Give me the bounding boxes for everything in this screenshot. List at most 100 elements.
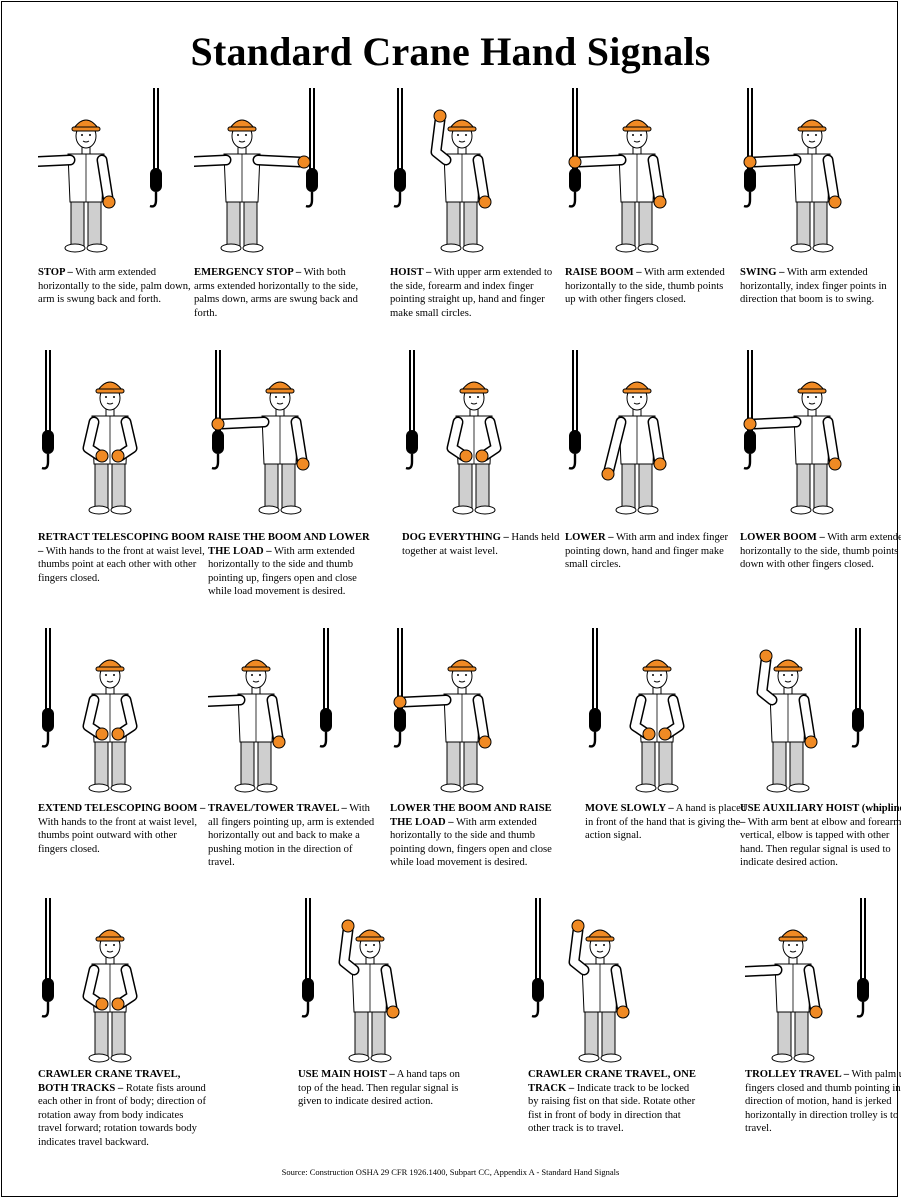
signal-name: DOG EVERYTHING –	[402, 532, 509, 543]
signal-illustration	[194, 88, 318, 253]
signal-description: With hands to the front at waist level, …	[38, 816, 198, 855]
signal-illustration	[405, 350, 502, 515]
signal-name: LOWER THE BOOM AND RAISE THE LOAD –	[390, 803, 552, 828]
signal-illustration	[568, 350, 667, 515]
signal-caption: CRAWLER CRANE TRAVEL, ONE TRACK – Indica…	[528, 1068, 698, 1136]
worker-figure	[38, 119, 116, 253]
signal-illustration	[745, 898, 869, 1063]
signal-name: STOP –	[38, 267, 73, 278]
signal-caption: SWING – With arm extended horizontally, …	[740, 266, 901, 307]
signal-illustration	[531, 898, 630, 1063]
signal-illustration	[41, 898, 138, 1063]
signal-caption: HOIST – With upper arm extended to the s…	[390, 266, 560, 320]
hook-icon	[41, 898, 54, 1018]
signal-description: With arm extended horizontally to the si…	[565, 267, 725, 305]
worker-figure	[82, 659, 138, 793]
signal-caption: LOWER BOOM – With arm extended horizonta…	[740, 531, 901, 572]
signal-illustration	[41, 628, 138, 793]
signal-illustration	[393, 628, 492, 793]
worker-figure	[82, 929, 138, 1063]
signal-illustration	[38, 88, 162, 253]
signal-name: MOVE SLOWLY –	[585, 803, 674, 814]
signal-caption: RAISE THE BOOM AND LOWER THE LOAD – With…	[208, 531, 378, 599]
signal-description: Indicate track to be locked by raising f…	[528, 1082, 696, 1135]
signal-caption: USE MAIN HOIST – A hand taps on top of t…	[298, 1068, 468, 1109]
signal-name: TRAVEL/TOWER TRAVEL –	[208, 803, 347, 814]
hook-icon	[393, 88, 406, 208]
hook-icon	[41, 628, 54, 748]
signal-name: RETRACT TELESCOPING BOOM –	[38, 532, 205, 557]
signal-description: With arm extended horizontally, index fi…	[740, 267, 887, 305]
signal-name: HOIST –	[390, 267, 432, 278]
signal-description: A hand is placed in front of the hand th…	[585, 803, 747, 841]
signal-caption: RETRACT TELESCOPING BOOM – With hands to…	[38, 531, 208, 585]
signal-illustration	[393, 88, 492, 253]
hook-icon	[743, 88, 756, 208]
signal-illustration	[41, 350, 138, 515]
signal-caption: LOWER – With arm and index finger pointi…	[565, 531, 735, 572]
signal-caption: LOWER THE BOOM AND RAISE THE LOAD – With…	[390, 802, 560, 870]
hook-icon	[305, 88, 318, 208]
worker-figure	[194, 119, 311, 253]
worker-figure	[743, 119, 842, 253]
signal-illustration	[301, 898, 400, 1063]
signal-caption: TROLLEY TRAVEL – With palm up, fingers c…	[745, 1068, 901, 1136]
hook-icon	[211, 350, 224, 470]
signal-illustration	[588, 628, 685, 793]
signal-name: CRAWLER CRANE TRAVEL, ONE TRACK –	[528, 1069, 696, 1094]
hook-icon	[568, 350, 581, 470]
signal-caption: EMERGENCY STOP – With both arms extended…	[194, 266, 364, 320]
hook-icon	[743, 350, 756, 470]
signal-description: Hands held together at waist level.	[402, 532, 560, 557]
page-title: Standard Crane Hand Signals	[190, 29, 711, 74]
signal-caption: DOG EVERYTHING – Hands held together at …	[402, 531, 572, 558]
signal-illustration	[743, 350, 842, 515]
signal-description: With arm bent at elbow and forearm verti…	[740, 816, 901, 869]
signal-name: EMERGENCY STOP –	[194, 267, 302, 278]
worker-figure	[211, 381, 310, 515]
signal-caption: MOVE SLOWLY – A hand is placed in front …	[585, 802, 755, 843]
worker-figure	[208, 659, 286, 793]
signal-caption: STOP – With arm extended horizontally to…	[38, 266, 208, 307]
signal-name: RAISE THE BOOM AND LOWER THE LOAD –	[208, 532, 370, 557]
signal-description: With arm extended horizontally to the si…	[390, 816, 552, 869]
signal-caption: EXTEND TELESCOPING BOOM – With hands to …	[38, 802, 208, 856]
hook-icon	[319, 628, 332, 748]
hook-icon	[301, 898, 314, 1018]
signal-name: USE MAIN HOIST –	[298, 1069, 395, 1080]
hook-icon	[405, 350, 418, 470]
signal-description: With both arms extended horizontally to …	[194, 267, 359, 319]
signal-name: LOWER BOOM –	[740, 532, 825, 543]
worker-figure	[568, 119, 667, 253]
hook-icon	[568, 88, 581, 208]
signal-illustration	[756, 628, 864, 793]
signal-name: SWING –	[740, 267, 785, 278]
hook-icon	[531, 898, 544, 1018]
worker-figure	[82, 381, 138, 515]
signal-name: TROLLEY TRAVEL –	[745, 1069, 850, 1080]
signal-name: EXTEND TELESCOPING BOOM –	[38, 803, 206, 814]
worker-figure	[629, 659, 685, 793]
worker-figure	[601, 381, 667, 515]
signal-description: With all fingers pointing up, arm is ext…	[208, 803, 375, 868]
worker-figure	[568, 919, 630, 1063]
signal-illustration	[743, 88, 842, 253]
signal-illustration	[568, 88, 667, 253]
signal-caption: TRAVEL/TOWER TRAVEL – With all fingers p…	[208, 802, 378, 870]
signal-illustration	[208, 628, 332, 793]
worker-figure	[338, 919, 400, 1063]
signal-description: With arm extended horizontally to the si…	[740, 532, 901, 570]
hook-icon	[393, 628, 406, 748]
source-citation: Source: Construction OSHA 29 CFR 1926.14…	[281, 1167, 620, 1177]
signal-name: USE AUXILIARY HOIST (whipline) –	[740, 803, 901, 828]
signal-description: Rotate fists around each other in front …	[38, 1082, 206, 1148]
hook-icon	[149, 88, 162, 208]
worker-figure	[743, 381, 842, 515]
worker-figure	[745, 929, 823, 1063]
signal-illustration	[211, 350, 310, 515]
signal-name: RAISE BOOM –	[565, 267, 642, 278]
signal-caption: CRAWLER CRANE TRAVEL, BOTH TRACKS – Rota…	[38, 1068, 208, 1149]
hook-icon	[41, 350, 54, 470]
hook-icon	[588, 628, 601, 748]
